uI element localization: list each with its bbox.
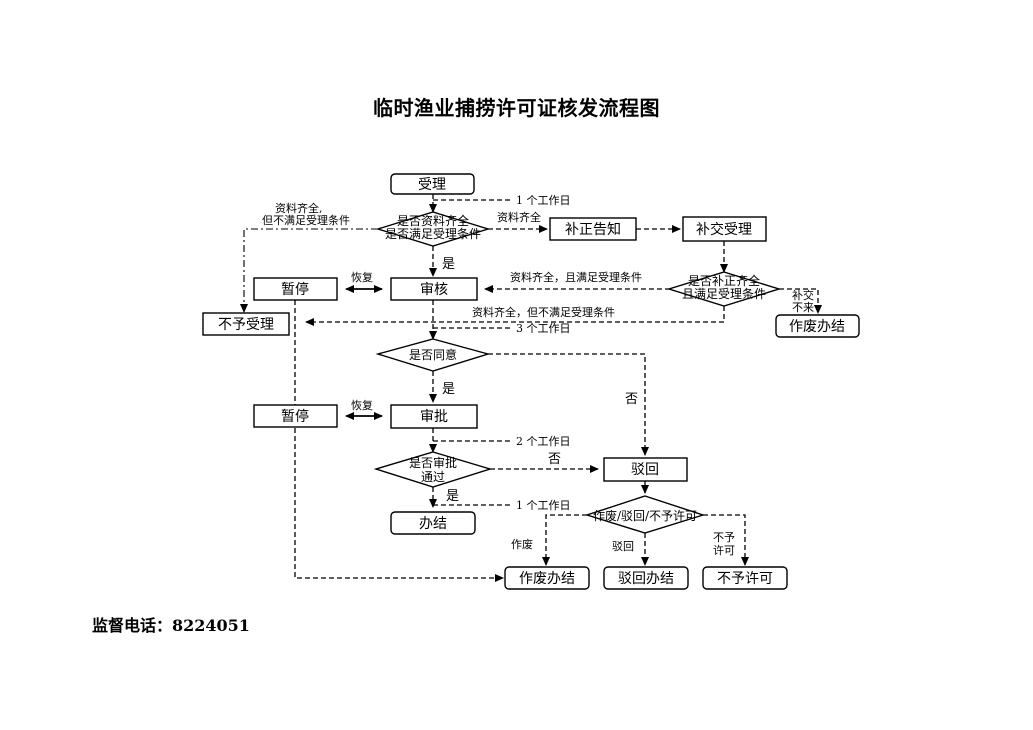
label-yes-c: 是 [446, 489, 459, 504]
label-docs-complete-not-met-2: 但不满足受理条件 [262, 213, 350, 227]
svg-text:办结: 办结 [419, 516, 447, 532]
edge-labels: 1 个工作日 资料齐全, 但不满足受理条件 资料齐全 是 恢复 资料齐全，且满足… [262, 194, 814, 557]
label-yes-a: 是 [442, 257, 455, 272]
node-resubmit-accept: 补交受理 [682, 216, 767, 242]
svg-text:暂停: 暂停 [281, 408, 309, 425]
node-pause-2: 暂停 [253, 404, 338, 428]
label-deny-2: 许可 [713, 544, 735, 557]
diamond-agree: 是否同意 [375, 338, 491, 372]
node-approve: 审批 [390, 404, 478, 429]
connectors [240, 194, 822, 582]
arrow-outcome-to-deny [703, 514, 749, 566]
svg-text:是否满足受理条件: 是否满足受理条件 [385, 227, 481, 241]
label-no-b: 否 [548, 452, 561, 467]
node-done: 办结 [390, 511, 476, 535]
node-deny-permit: 不予许可 [702, 566, 788, 590]
node-void-done: 作废办结 [504, 566, 590, 590]
svg-text:受理: 受理 [418, 177, 446, 193]
label-docs-complete-not-met-1: 资料齐全, [275, 201, 323, 215]
arrow-pause-to-void-done [294, 300, 504, 582]
diamond-approve-pass: 是否审批 通过 [373, 451, 493, 488]
label-docs-complete: 资料齐全 [497, 210, 541, 224]
svg-text:作废办结: 作废办结 [789, 319, 845, 335]
label-resume-b: 恢复 [351, 398, 373, 412]
label-yes-b: 是 [442, 382, 455, 397]
svg-text:驳回办结: 驳回办结 [618, 571, 674, 587]
label-void: 作废 [511, 537, 533, 551]
diamond-outcome: 作废/驳回/不予许可 [584, 495, 706, 534]
label-not-submitted-2: 不来 [792, 301, 814, 314]
node-void-done-top: 作废办结 [775, 314, 860, 338]
label-no-a: 否 [625, 392, 638, 407]
svg-text:通过: 通过 [421, 470, 445, 484]
svg-text:审核: 审核 [420, 282, 448, 298]
arrow-to-void-top [779, 288, 822, 314]
diamond-check-docs: 是否资料齐全 是否满足受理条件 [375, 211, 491, 247]
arrow-agree-no-to-return [488, 353, 649, 456]
node-pause-1: 暂停 [253, 277, 338, 301]
label-one-workday-a: 1 个工作日 [516, 194, 571, 207]
label-resume-a: 恢复 [351, 270, 373, 284]
label-return: 驳回 [612, 540, 634, 553]
diamond-check-correction: 是否补正齐全 且满足受理条件 [666, 271, 782, 307]
svg-text:不予许可: 不予许可 [717, 571, 773, 587]
label-two-workdays: 2 个工作日 [516, 435, 571, 448]
supervision-phone: 监督电话：8224051 [92, 616, 250, 635]
arrow-to-reject-accept [305, 306, 725, 326]
label-docs-complete-and-met: 资料齐全，且满足受理条件 [510, 270, 642, 284]
svg-text:是否补正齐全: 是否补正齐全 [688, 273, 760, 288]
node-accept: 受理 [390, 173, 475, 195]
page-title: 临时渔业捕捞许可证核发流程图 [373, 96, 660, 120]
label-deny-1: 不予 [713, 531, 735, 544]
node-return: 驳回 [603, 457, 688, 482]
svg-text:且满足受理条件: 且满足受理条件 [682, 287, 766, 301]
node-correction-notice: 补正告知 [549, 217, 637, 241]
label-not-submitted-1: 补交 [792, 288, 814, 302]
svg-text:驳回: 驳回 [631, 462, 659, 478]
node-return-done: 驳回办结 [603, 566, 689, 590]
svg-text:作废/驳回/不予许可: 作废/驳回/不予许可 [593, 508, 697, 523]
svg-text:是否审批: 是否审批 [409, 455, 457, 470]
node-reject-accept: 不予受理 [202, 312, 290, 336]
svg-text:暂停: 暂停 [281, 281, 309, 298]
node-review: 审核 [390, 277, 478, 301]
arrow-outcome-to-void [542, 514, 587, 566]
label-three-workdays: 3 个工作日 [516, 322, 571, 335]
svg-text:审批: 审批 [420, 409, 448, 425]
svg-text:是否资料齐全: 是否资料齐全 [397, 213, 469, 228]
label-one-workday-b: 1 个工作日 [516, 499, 571, 512]
svg-text:补交受理: 补交受理 [696, 221, 752, 238]
svg-text:是否同意: 是否同意 [409, 347, 457, 362]
svg-text:补正告知: 补正告知 [565, 221, 621, 238]
label-docs-complete-not-met-b: 资料齐全，但不满足受理条件 [472, 305, 615, 319]
svg-text:不予受理: 不予受理 [218, 317, 274, 333]
svg-text:作废办结: 作废办结 [519, 571, 575, 587]
